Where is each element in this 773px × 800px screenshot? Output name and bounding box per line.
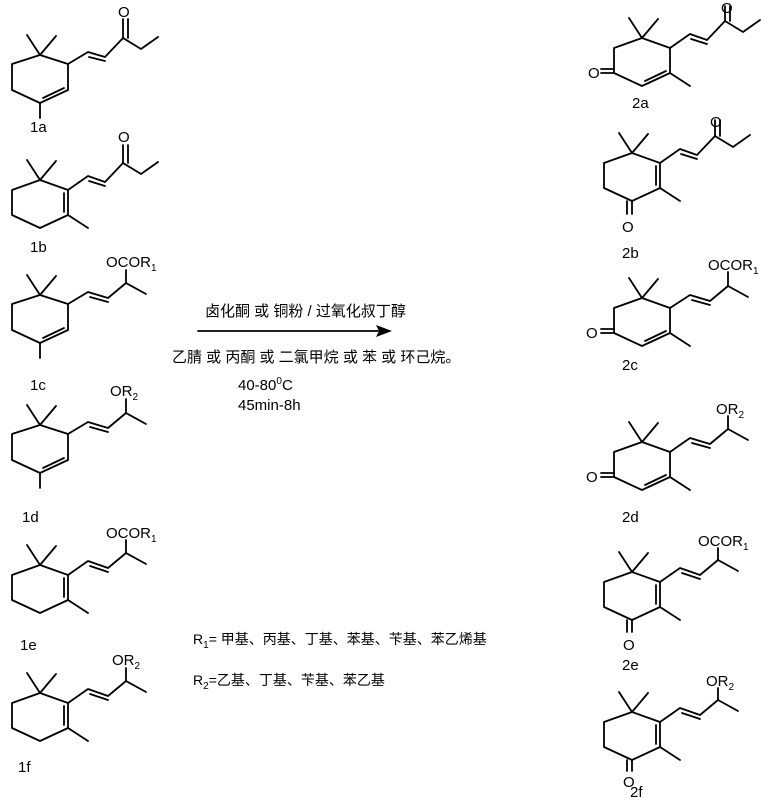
ring-1a [11,54,69,104]
r2-definition: R2=乙基、丁基、苄基、苯乙基 [193,672,385,692]
solvents-text: 乙腈 或 丙酮 或 二氯甲烷 或 苯 或 环己烷。 [172,349,460,366]
r1-definition: R1= 甲基、丙基、丁基、苯基、苄基、苯乙烯基 [193,631,487,651]
compound-id-2b: 2b [622,245,639,262]
compound-1a: O 1a [11,4,159,136]
oxygen-label: O [118,4,130,21]
compound-1f: OR2 1f [11,652,147,776]
time-text: 45min-8h [238,397,301,414]
ring-1c [11,294,69,344]
oxygen-label: O [721,0,733,17]
compound-1c: OCOR1 1c [11,254,157,394]
substituent-label: OCOR1 [106,254,157,274]
ring-2c [613,297,671,347]
reagents-text: 卤化酮 或 铜粉 / 过氧化叔丁醇 [205,303,406,320]
reaction-conditions: 卤化酮 或 铜粉 / 过氧化叔丁醇 乙腈 或 丙酮 或 二氯甲烷 或 苯 或 环… [172,303,460,414]
ring-2e [603,571,661,621]
compound-2f: O OR2 2f [603,673,739,800]
compound-id-1a: 1a [30,119,47,136]
compound-id-1c: 1c [30,377,46,394]
compound-id-2f: 2f [630,784,643,800]
substituent-label: OCOR1 [698,533,749,553]
oxygen-label: O [623,774,635,791]
substituent-label: OR2 [706,673,735,693]
ring-1b [11,179,69,229]
compound-1d: OR2 1d [11,383,147,526]
oxygen-label: O [586,469,598,486]
oxygen-label: O [586,325,598,342]
r-group-legend: R1= 甲基、丙基、丁基、苯基、苄基、苯乙烯基 R2=乙基、丁基、苄基、苯乙基 [193,631,487,692]
compound-id-1e: 1e [20,637,37,654]
oxygen-label: O [623,637,635,654]
compound-2c: O OCOR1 2c [586,257,759,374]
compound-id-2d: 2d [622,509,639,526]
substituent-label: OR2 [110,383,139,403]
oxygen-label: O [622,219,634,236]
ring-2b [603,152,661,202]
compound-id-2c: 2c [622,357,638,374]
compound-id-1b: 1b [30,239,47,256]
temperature-text: 40-800C [238,376,293,394]
compound-1e: OCOR1 1e [11,525,157,654]
compound-id-1d: 1d [22,509,39,526]
ring-2d [613,441,671,491]
compound-id-2e: 2e [622,657,639,674]
ring-1f [11,692,69,742]
compound-2a: O O 2a [588,0,761,112]
compound-2d: O OR2 2d [586,401,749,526]
ring-1d [11,424,69,474]
substituent-label: OCOR1 [106,525,157,545]
substituent-label: OCOR1 [708,257,759,277]
substituent-label: OR2 [716,401,745,421]
compound-id-2a: 2a [632,95,649,112]
substituent-label: OR2 [112,652,141,672]
oxygen-label: O [710,114,722,131]
compound-2e: O OCOR1 2e [603,533,749,674]
oxygen-label: O [118,129,130,146]
arrowhead-icon [376,325,392,337]
ring-2f [603,711,661,761]
compound-id-1f: 1f [18,759,31,776]
ring-1e [11,564,69,614]
oxygen-label: O [588,65,600,82]
compound-1b: O 1b [11,129,159,256]
compound-2b: O O 2b [603,114,751,262]
ring-2a [613,37,671,87]
